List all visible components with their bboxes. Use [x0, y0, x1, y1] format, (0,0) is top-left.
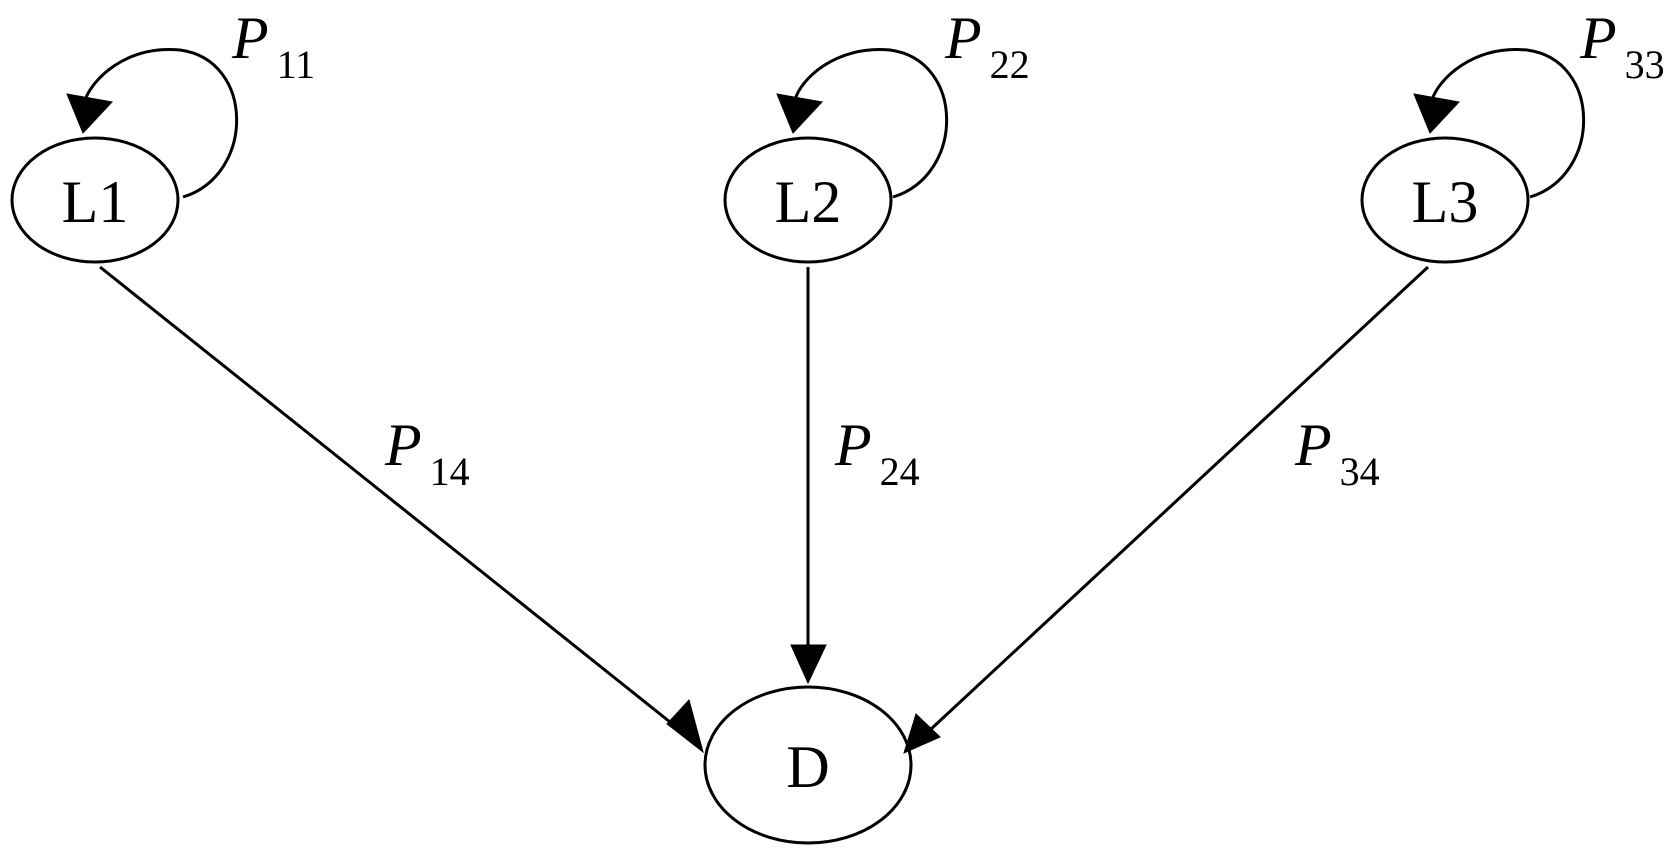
arrow-head-icon: [666, 698, 704, 754]
edge-l1-to-d-line: [99, 265, 681, 732]
edge-l3-to-d-line: [928, 265, 1430, 732]
node-l3-label: L3: [1412, 169, 1479, 235]
node-l3: L3: [1360, 136, 1530, 264]
node-l1: L1: [10, 136, 180, 264]
edge-label-p24-symbol: P: [834, 412, 872, 478]
edge-label-p22-symbol: P: [944, 5, 982, 71]
node-d-label: D: [786, 734, 829, 800]
edge-l2-loop-line: [793, 48, 949, 199]
edge-label-p24-index: 24: [880, 449, 920, 494]
edge-label-p11-index: 11: [277, 42, 316, 87]
arrow-head-icon: [790, 644, 827, 685]
edge-l2-self-loop: [776, 48, 949, 199]
arrow-head-icon: [776, 93, 823, 134]
edge-label-p33-symbol: P: [1579, 5, 1617, 71]
edge-label-p34-index: 34: [1340, 449, 1380, 494]
edge-l3-self-loop: [1413, 48, 1586, 199]
node-l1-label: L1: [62, 169, 129, 235]
edge-label-p22-index: 22: [990, 42, 1030, 87]
edge-l2-to-d: [790, 267, 827, 685]
edge-l1-loop-line: [83, 48, 239, 199]
edge-label-p34-symbol: P: [1294, 412, 1332, 478]
node-l1-ellipse: [10, 136, 180, 264]
node-d: D: [703, 685, 913, 845]
edge-label-p11-symbol: P: [231, 5, 269, 71]
node-l2: L2: [723, 136, 893, 264]
edge-label-p14-symbol: P: [384, 412, 422, 478]
edge-l1-to-d: [99, 265, 704, 754]
node-l3-ellipse: [1360, 136, 1530, 264]
edge-label-p33-index: 33: [1625, 42, 1665, 87]
arrow-head-icon: [1413, 93, 1460, 134]
edge-l3-to-d: [903, 265, 1430, 754]
edge-l1-self-loop: [66, 48, 239, 199]
node-l2-label: L2: [775, 169, 842, 235]
edge-l3-loop-line: [1430, 48, 1586, 199]
arrow-head-icon: [903, 713, 941, 754]
node-d-ellipse: [703, 685, 913, 845]
node-l2-ellipse: [723, 136, 893, 264]
arrow-head-icon: [66, 93, 113, 134]
edge-label-p14-index: 14: [430, 449, 470, 494]
